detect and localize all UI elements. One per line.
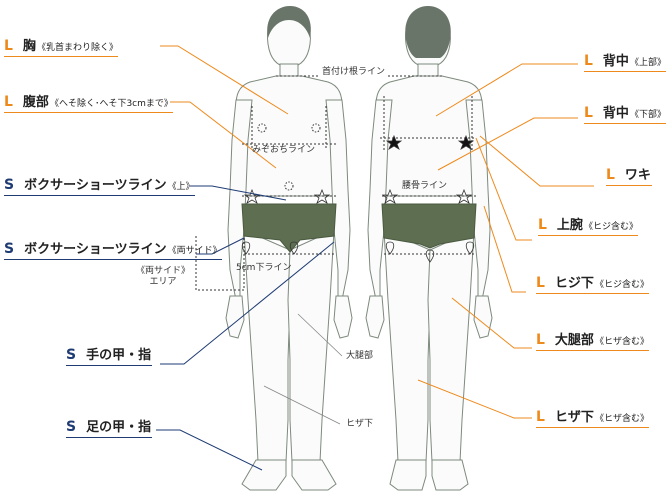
back-right-leg: [427, 229, 475, 463]
leader-back-upper: [435, 63, 578, 117]
navel-icon: [284, 181, 294, 191]
leader-foot: [156, 429, 263, 471]
back-left-foot: [389, 459, 427, 491]
leader-thigh: [451, 297, 532, 349]
back-right-hand: [473, 295, 493, 339]
hip-line-label: 腰骨ライン: [402, 181, 448, 191]
leader-hand: [160, 241, 335, 365]
front-right-leg: [287, 229, 335, 463]
leader-below-knee: [417, 379, 532, 419]
front-right-foot: [291, 459, 337, 491]
leader-forearm: [483, 205, 526, 293]
back-hair: [405, 6, 451, 58]
side-area-note: 《両サイド》 エリア: [135, 266, 190, 287]
front-shorts: [241, 203, 337, 253]
front-right-hand: [333, 295, 353, 339]
side-area-box: [195, 236, 245, 291]
neck-line-label: 首付け根ライン: [320, 67, 388, 77]
leader-thigh-label: [297, 313, 343, 357]
left-nipple-icon: [257, 123, 267, 133]
back-left-hand: [365, 295, 385, 339]
leader-back-lower: [437, 117, 578, 171]
back-spade-left: [385, 241, 395, 255]
front-spade-left: [241, 241, 251, 255]
front-hip-star-right: [313, 188, 331, 204]
back-shorts: [381, 203, 477, 249]
back-spade-right: [465, 241, 475, 255]
back-upper-star-left: [385, 134, 403, 150]
leader-armpit: [479, 135, 594, 187]
thigh-body-label: 大腿部: [346, 351, 374, 361]
back-left-leg: [383, 229, 431, 463]
back-upper-star-right: [457, 134, 475, 150]
leader-chest: [160, 45, 289, 115]
five-cm-line-label: 5cm下ライン: [236, 263, 292, 273]
front-left-hand: [225, 295, 245, 339]
leader-upper-arm: [475, 137, 532, 241]
below-knee-body-label: ヒザ下: [346, 419, 374, 429]
front-hair: [267, 6, 311, 38]
back-hip-star-right: [455, 188, 473, 204]
leader-boxer-side: [196, 237, 245, 255]
back-hip-star-left: [381, 188, 399, 204]
front-left-foot: [241, 459, 287, 491]
back-spade-center: [425, 249, 435, 263]
leader-below-knee-label: [263, 385, 341, 425]
right-nipple-icon: [311, 123, 321, 133]
leader-abdomen: [170, 101, 277, 169]
leader-boxer-top: [190, 185, 287, 201]
solar-plexus-line-label: みぞおちライン: [252, 145, 316, 155]
front-spade-right: [289, 241, 299, 255]
back-right-foot: [431, 459, 469, 491]
